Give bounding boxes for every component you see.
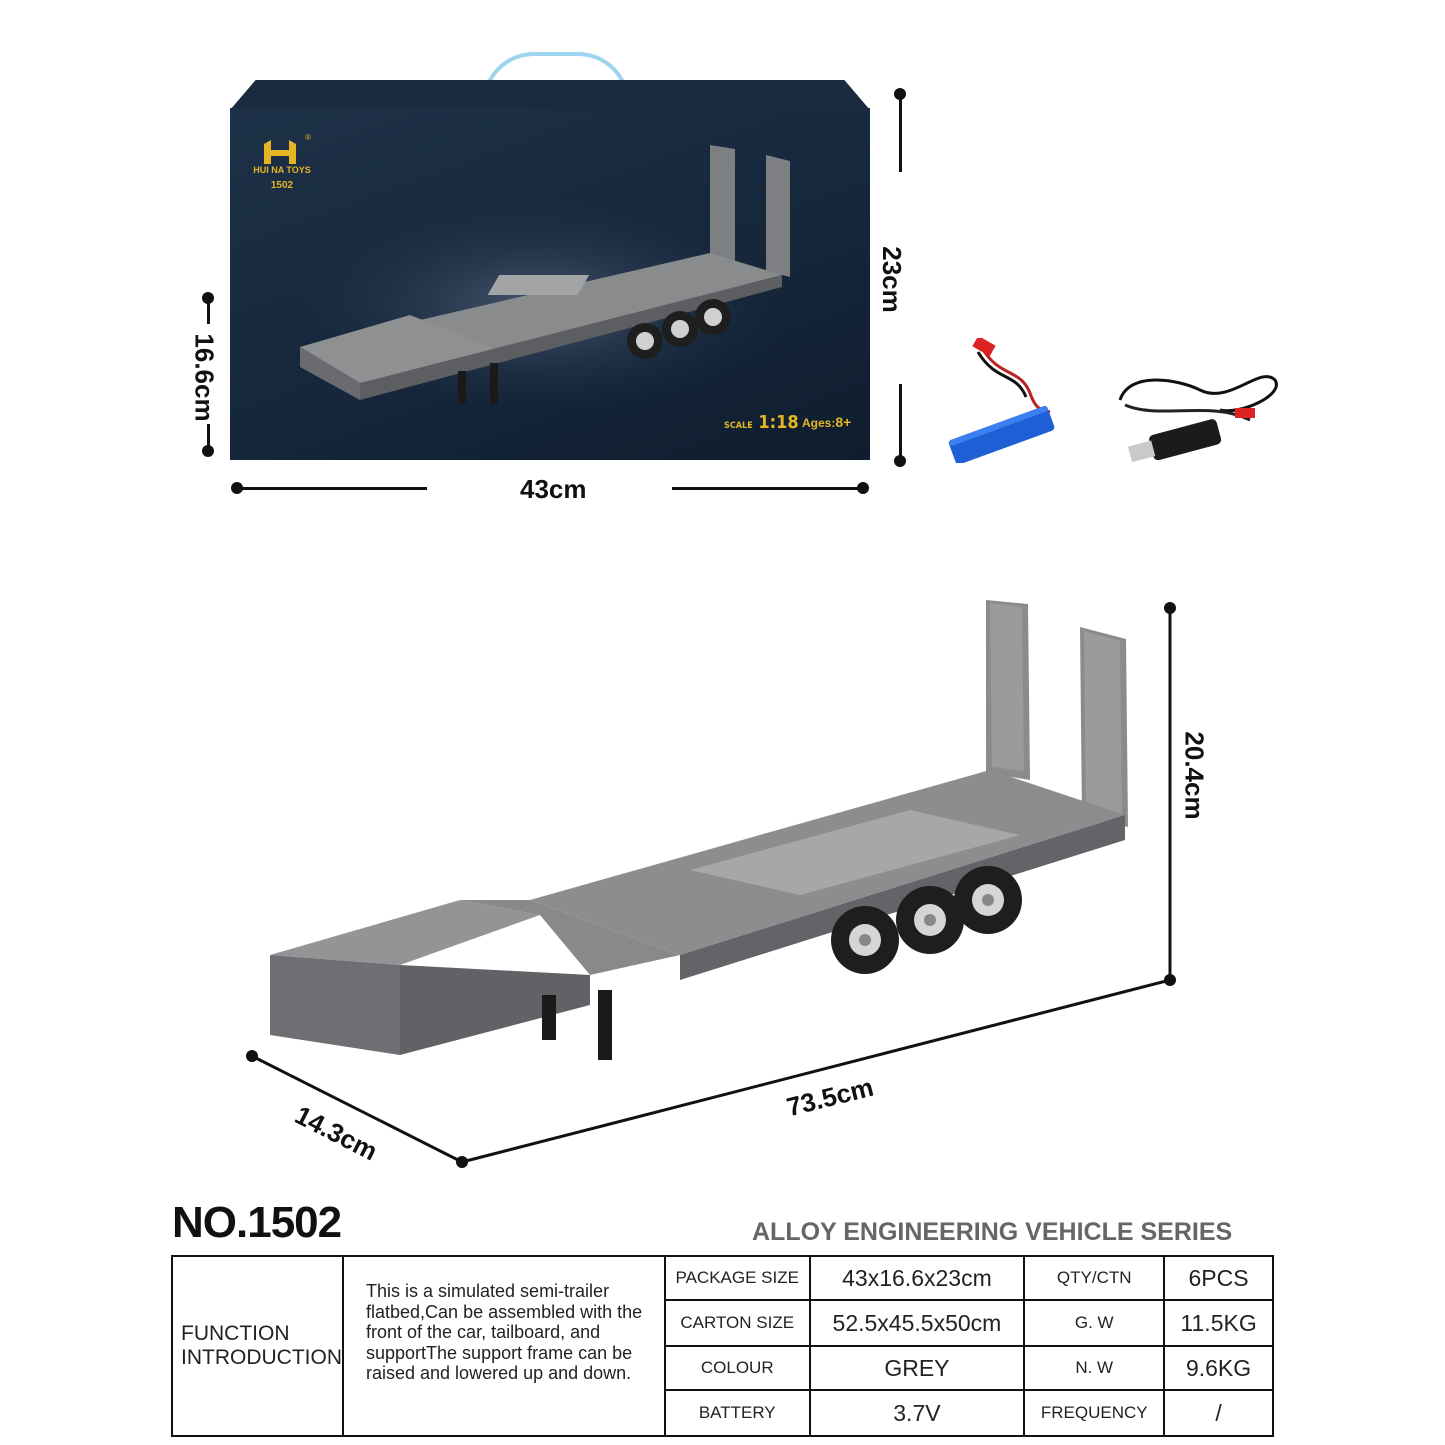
- trailer-dimension-lines: [246, 602, 1176, 1168]
- usb-charger-icon: [1118, 375, 1278, 463]
- battery-icon: [948, 338, 1055, 463]
- spec-value: 3.7V: [808, 1389, 1026, 1437]
- function-text: This is a simulated semi-trailer flatbed…: [342, 1255, 666, 1437]
- box-trailer-illustration: [290, 145, 790, 405]
- table-row: FUNCTION INTRODUCTION This is a simulate…: [171, 1255, 1274, 1437]
- ages-badge: Ages:8+: [802, 414, 851, 430]
- function-title: FUNCTION INTRODUCTION: [171, 1255, 344, 1437]
- registered-mark-icon: ®: [305, 133, 311, 142]
- ages-label: Ages:: [802, 416, 836, 430]
- spec-label: COLOUR: [663, 1345, 811, 1391]
- dim-line: [237, 487, 427, 490]
- brand-logo-icon: [264, 140, 296, 164]
- box-width-label: 43cm: [520, 474, 587, 504]
- spec-label: N. W: [1023, 1345, 1166, 1391]
- spec-label: QTY/CTN: [1023, 1255, 1166, 1301]
- spec-value: GREY: [808, 1345, 1026, 1391]
- dim-endpoint: [894, 455, 906, 467]
- trailer-height-label: 20.4cm: [1179, 731, 1210, 820]
- trailer-illustration: [270, 600, 1128, 1060]
- spec-value: 6PCS: [1163, 1255, 1274, 1301]
- brand-name: HUI NA TOYS: [253, 165, 311, 175]
- product-number: NO.1502: [172, 1198, 342, 1247]
- spec-value: 9.6KG: [1163, 1345, 1274, 1391]
- dim-endpoint: [202, 445, 214, 457]
- spec-value: 52.5x45.5x50cm: [808, 1299, 1026, 1347]
- box-lid: [230, 80, 870, 110]
- spec-label: FREQUENCY: [1023, 1389, 1166, 1437]
- dim-line: [207, 298, 210, 324]
- scale-badge: SCALE 1:18: [724, 412, 799, 433]
- spec-label: PACKAGE SIZE: [663, 1255, 811, 1301]
- ages-value: 8+: [835, 414, 852, 430]
- table-row: BATTERY 3.7V FREQUENCY /: [172, 1389, 1274, 1437]
- dim-line: [899, 384, 902, 460]
- spec-label: CARTON SIZE: [663, 1299, 811, 1347]
- scale-value: 1:18: [758, 412, 799, 433]
- spec-label: G. W: [1023, 1299, 1166, 1347]
- dim-line: [207, 424, 210, 450]
- spec-value: 11.5KG: [1163, 1299, 1274, 1347]
- dim-line: [672, 487, 862, 490]
- table-row: CARTON SIZE 52.5x45.5x50cm G. W 11.5KG: [172, 1299, 1274, 1347]
- spec-label: BATTERY: [663, 1389, 811, 1437]
- spec-value: /: [1163, 1389, 1274, 1437]
- spec-value: 43x16.6x23cm: [808, 1255, 1026, 1301]
- dim-line: [899, 94, 902, 172]
- product-series: ALLOY ENGINEERING VEHICLE SERIES: [752, 1218, 1233, 1246]
- dim-endpoint: [857, 482, 869, 494]
- spec-table: FUNCTION INTRODUCTION This is a simulate…: [171, 1255, 1274, 1437]
- scale-prefix: SCALE: [724, 421, 753, 431]
- box-model-code: 1502: [270, 180, 294, 191]
- table-row: COLOUR GREY N. W 9.6KG: [172, 1345, 1274, 1391]
